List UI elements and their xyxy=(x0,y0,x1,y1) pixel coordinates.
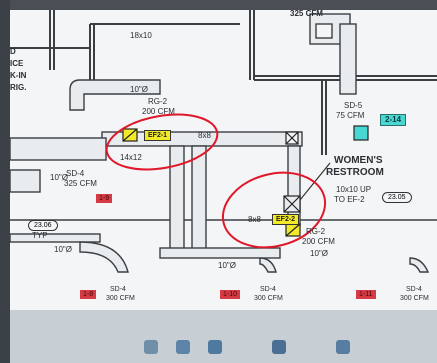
sd4-bottom-2-cfm: 300 CFM xyxy=(254,295,283,302)
monitor-bezel-top xyxy=(0,0,437,10)
up-to-ef2-line2: TO EF-2 xyxy=(334,195,365,204)
ef2-2-tag[interactable]: EF2-2 xyxy=(272,214,300,225)
sd4-left-label: SD-4 xyxy=(66,169,85,178)
file-explorer-icon[interactable] xyxy=(176,340,190,354)
ef2-1-tag[interactable]: EF2-1 xyxy=(144,130,172,141)
rg2-bottom-label: RG-2 xyxy=(306,227,326,236)
tag-1-10[interactable]: 1-10 xyxy=(220,290,241,299)
sd4-bottom-3-label: SD-4 xyxy=(406,286,422,293)
duct-dia-right: 10"Ø xyxy=(310,249,328,258)
rg2-top-label: RG-2 xyxy=(148,97,168,106)
typ-label: TYP xyxy=(32,231,48,240)
sd4-bottom-1-label: SD-4 xyxy=(110,286,126,293)
duct-size-18x10: 18x10 xyxy=(130,31,152,40)
sd4-left-cfm: 325 CFM xyxy=(64,179,97,188)
size-14x12: 14x12 xyxy=(120,153,142,162)
room-label-line2: ICE xyxy=(10,59,24,68)
duct-dia-mid: 10"Ø xyxy=(218,261,236,270)
oval-tag-23-06[interactable]: 23.06 xyxy=(28,220,58,231)
search-icon[interactable] xyxy=(144,340,158,354)
oval-tag-23-05[interactable]: 23.05 xyxy=(382,192,412,203)
tag-1-9[interactable]: 1-9 xyxy=(96,194,113,203)
drawing-canvas[interactable]: 325 CFM 18x10 D ICE K-IN RIG. 10"Ø RG-2 … xyxy=(10,10,437,310)
rg2-bottom-cfm: 200 CFM xyxy=(302,237,335,246)
mail-icon[interactable] xyxy=(272,340,286,354)
up-to-ef2-line1: 10x10 UP xyxy=(336,185,372,194)
hvac-floor-plan xyxy=(10,10,437,273)
size-8x8-lower: 8x8 xyxy=(248,215,261,224)
room-label-line3: K-IN xyxy=(10,71,27,80)
restroom-label: RESTROOM xyxy=(326,167,384,178)
womens-label: WOMEN'S xyxy=(334,155,383,166)
size-8x8-upper: 8x8 xyxy=(198,131,211,140)
room-label-line1: D xyxy=(10,47,16,56)
tag-1-8[interactable]: 1-8 xyxy=(80,290,97,299)
duct-dia-upper: 10"Ø xyxy=(130,85,148,94)
top-duct-cfm-label: 325 CFM xyxy=(290,9,323,18)
sd4-bottom-1-cfm: 300 CFM xyxy=(106,295,135,302)
taskbar xyxy=(10,310,437,363)
duct-dia-left: 10"Ø xyxy=(50,173,68,182)
room-label-line4: RIG. xyxy=(10,83,27,92)
duct-dia-lower: 10"Ø xyxy=(54,245,72,254)
tag-2-14[interactable]: 2-14 xyxy=(380,114,407,126)
ductwork xyxy=(10,13,430,273)
store-icon[interactable] xyxy=(208,340,222,354)
app-icon[interactable] xyxy=(336,340,350,354)
sd4-bottom-3-cfm: 300 CFM xyxy=(400,295,429,302)
markup-ovals xyxy=(105,113,327,249)
tag-1-11[interactable]: 1-11 xyxy=(356,290,376,299)
monitor-bezel-left xyxy=(0,0,10,363)
walls xyxy=(10,10,437,221)
sd5-label: SD-5 xyxy=(344,101,363,110)
rg2-top-cfm: 200 CFM xyxy=(142,107,175,116)
sd5-cfm: 75 CFM xyxy=(336,111,365,120)
sd4-bottom-2-label: SD-4 xyxy=(260,286,276,293)
